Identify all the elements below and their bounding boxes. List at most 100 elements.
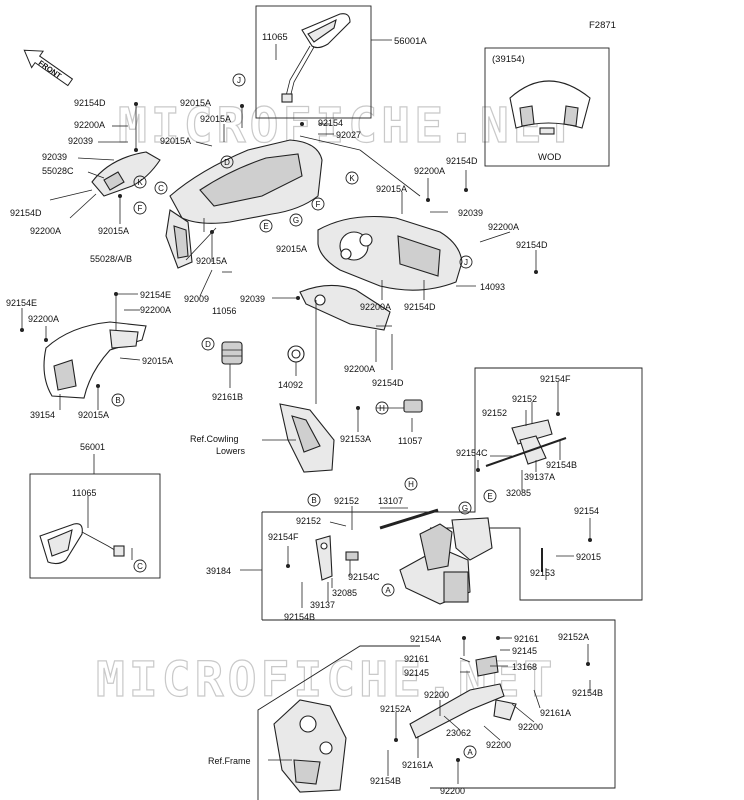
- mirror-icon-left: [39, 523, 125, 565]
- windshield-inset-box: [484, 47, 610, 167]
- label-11057: 11057: [398, 436, 422, 446]
- label-56001: 56001: [80, 442, 105, 452]
- label-32085-1: 32085: [506, 488, 531, 498]
- label-92200-3: 92200: [486, 740, 511, 750]
- stay-rod-13107: [379, 508, 439, 530]
- label-92152A-1: 92152A: [558, 632, 589, 642]
- rubber-grommet-92161B: [221, 341, 243, 365]
- inset-code: (39154): [492, 54, 525, 65]
- svg-text:H: H: [379, 404, 385, 413]
- label-92154C-1: 92154C: [456, 448, 488, 458]
- label-92154E-2: 92154E: [6, 298, 37, 308]
- left-bracket-39137: [315, 535, 333, 581]
- label-13168: 13168: [512, 662, 537, 672]
- svg-text:G: G: [293, 216, 299, 225]
- label-92015A-4: 92015A: [376, 184, 407, 194]
- label-92152-3: 92152: [334, 496, 359, 506]
- label-32085-2: 32085: [332, 588, 357, 598]
- marker-A-lower: A: [463, 745, 477, 759]
- label-92152-1: 92152: [512, 394, 537, 404]
- marker-D-mid: D: [201, 337, 215, 351]
- label-23062: 23062: [446, 728, 471, 738]
- label-92154D-6: 92154D: [372, 378, 404, 388]
- label-92152A-2: 92152A: [380, 704, 411, 714]
- lower-cowling-ref: [279, 403, 335, 473]
- label-92200-1: 92200: [424, 690, 449, 700]
- fastener-dots: [20, 102, 592, 762]
- svg-text:C: C: [158, 184, 164, 193]
- marker-G-top: G: [289, 213, 303, 227]
- label-92154F-2: 92154F: [268, 532, 299, 542]
- label-92145-1: 92145: [512, 646, 537, 656]
- label-55028AB: 55028/A/B: [90, 254, 132, 264]
- label-92200A-3: 92200A: [30, 226, 61, 236]
- marker-K-right: K: [345, 171, 359, 185]
- label-92154D-5: 92154D: [404, 302, 436, 312]
- marker-E-top: E: [259, 219, 273, 233]
- bracket-23062: [409, 655, 517, 739]
- front-arrow-icon: FRONT: [23, 49, 74, 87]
- label-92153: 92153: [530, 568, 555, 578]
- label-92200A-2: 92200A: [414, 166, 445, 176]
- mirror-inset-box-left: [29, 473, 161, 579]
- label-92015A-5: 92015A: [98, 226, 129, 236]
- ref-frame: Ref.Frame: [208, 756, 251, 766]
- label-92154B-3: 92154B: [572, 688, 603, 698]
- label-92154-2: 92154: [574, 506, 599, 516]
- marker-F-right: F: [311, 197, 325, 211]
- figure-code: F2871: [589, 20, 616, 31]
- label-39137: 39137: [310, 600, 335, 610]
- ring-14092: [287, 345, 305, 363]
- svg-text:H: H: [408, 480, 414, 489]
- marker-C-mirror: C: [133, 559, 147, 573]
- leader-lines-bracket: [240, 382, 591, 784]
- windshield-icon-inset: [509, 80, 591, 135]
- label-92154B-4: 92154B: [370, 776, 401, 786]
- label-92154D-3: 92154D: [10, 208, 42, 218]
- svg-text:D: D: [205, 340, 211, 349]
- label-92154D-4: 92154D: [516, 240, 548, 250]
- label-92015A-2: 92015A: [200, 114, 231, 124]
- bolt-32085-left: [345, 551, 359, 561]
- label-92154D-2: 92154D: [446, 156, 478, 166]
- label-56001A: 56001A: [394, 36, 427, 47]
- label-92154B-2: 92154B: [284, 612, 315, 622]
- label-13107: 13107: [378, 496, 403, 506]
- label-11065-top: 11065: [262, 32, 288, 43]
- marker-B-bracket: B: [307, 493, 321, 507]
- label-92200A-5: 92200A: [360, 302, 391, 312]
- svg-text:J: J: [464, 258, 468, 267]
- label-92027: 92027: [336, 130, 361, 140]
- label-92161A-1: 92161A: [540, 708, 571, 718]
- label-92154D-1: 92154D: [74, 98, 106, 108]
- svg-text:A: A: [467, 748, 473, 757]
- label-92152-2: 92152: [482, 408, 507, 418]
- label-92161B: 92161B: [212, 392, 243, 402]
- label-92200A-4: 92200A: [488, 222, 519, 232]
- label-92154: 92154: [318, 118, 343, 128]
- label-92145-2: 92145: [404, 668, 429, 678]
- label-92161-1: 92161: [514, 634, 539, 644]
- label-92015A-1: 92015A: [180, 98, 211, 108]
- label-92154B-1: 92154B: [546, 460, 577, 470]
- svg-text:D: D: [224, 158, 230, 167]
- svg-text:C: C: [137, 562, 143, 571]
- label-39137A: 39137A: [524, 472, 555, 482]
- label-92015A-6: 92015A: [276, 244, 307, 254]
- label-92039-4: 92039: [240, 294, 265, 304]
- svg-text:B: B: [115, 396, 120, 405]
- marker-J-right: J: [459, 255, 473, 269]
- rod-right: [485, 437, 567, 467]
- marker-D-top: D: [220, 155, 234, 169]
- front-label: FRONT: [37, 58, 64, 80]
- right-bracket-39137A: [511, 419, 553, 465]
- label-92154F-1: 92154F: [540, 374, 571, 384]
- label-92015A-9: 92015A: [78, 410, 109, 420]
- watermark-top: MICROFICHE.NET: [118, 98, 579, 154]
- label-11056: 11056: [212, 306, 236, 316]
- label-92015A-3: 92015A: [160, 136, 191, 146]
- marker-J-top: J: [232, 73, 246, 87]
- label-92200A-7: 92200A: [28, 314, 59, 324]
- marker-H-mid: H: [375, 401, 389, 415]
